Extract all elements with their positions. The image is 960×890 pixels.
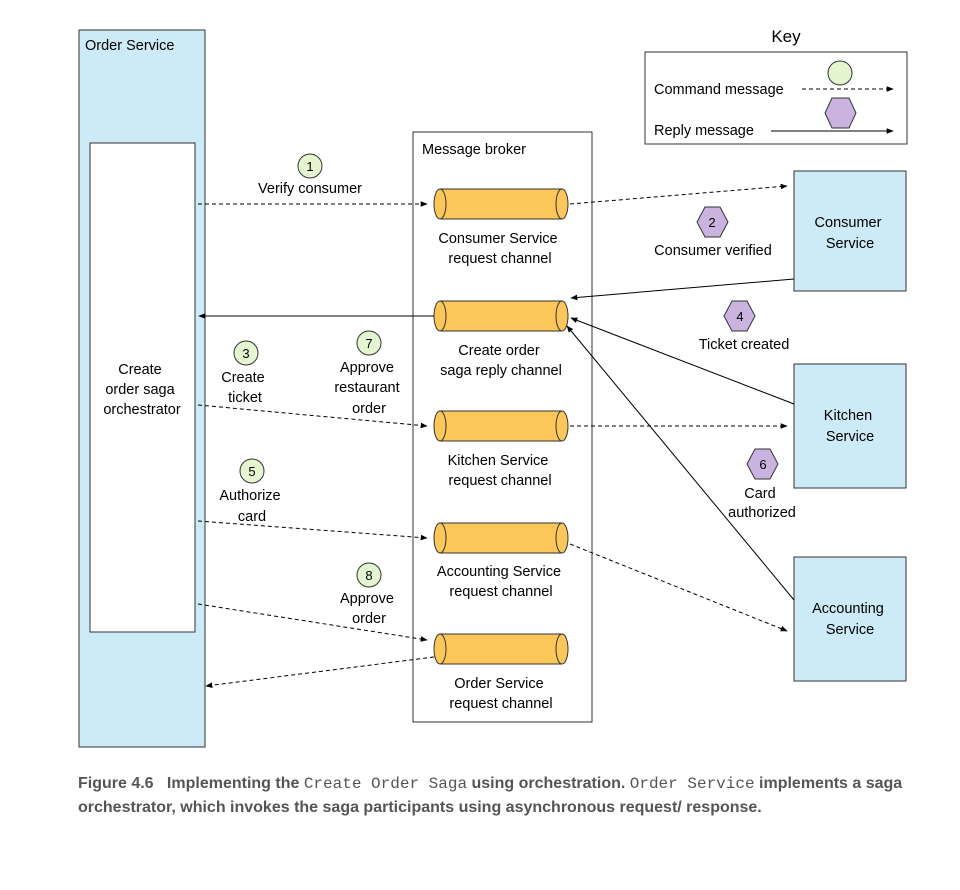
arrow-card-authorized: [566, 325, 795, 601]
arrow-authorize-card: [197, 520, 428, 541]
orchestrator-label: Create order saga orchestrator: [103, 362, 181, 418]
kitchen-service-box: [793, 363, 907, 489]
svg-text:7: 7: [365, 336, 372, 351]
arrow-approve-order: [197, 603, 428, 642]
message-broker-title: Message broker: [422, 142, 526, 158]
step-2-marker: 2: [696, 206, 729, 238]
consumer-service-label: Consumer Service: [815, 215, 886, 252]
consumer-service-box: [793, 170, 907, 292]
step-1-marker: 1: [297, 153, 323, 179]
svg-text:5: 5: [248, 464, 255, 479]
figure-caption: Figure 4.6 Implementing the Create Order…: [78, 772, 918, 819]
step-5-marker: 5: [239, 458, 265, 484]
channel-saga-reply: [433, 300, 569, 332]
key-command-label: Command message: [654, 82, 784, 98]
key-reply-label: Reply message: [654, 123, 754, 139]
caption-text-1: Implementing the: [166, 775, 304, 792]
step-4-label: Ticket created: [699, 337, 790, 353]
step-1-label: Verify consumer: [258, 181, 362, 197]
kitchen-service-label: Kitchen Service: [824, 408, 876, 445]
svg-text:1: 1: [306, 159, 313, 174]
channel-accounting-request: [433, 522, 569, 554]
arrow-accounting-channel-to-service: [569, 543, 788, 632]
caption-code-order-service: Order Service: [629, 775, 755, 793]
orchestrator-box: [89, 142, 196, 633]
key-title: Key: [771, 27, 801, 46]
arrow-consumer-channel-to-service: [569, 183, 788, 205]
channel-consumer-request: [433, 188, 569, 220]
step-8-marker: 8: [356, 562, 382, 588]
svg-text:3: 3: [242, 346, 249, 361]
key-box: [644, 51, 908, 145]
step-7-label: Approve restaurant order: [334, 360, 403, 417]
arrow-consumer-verified: [570, 278, 795, 301]
channel-kitchen-request: [433, 410, 569, 442]
step-3-marker: 3: [233, 340, 259, 366]
caption-text-3: implements a saga orchestrator, which in…: [78, 775, 903, 816]
step-7-marker: 7: [356, 330, 382, 356]
arrow-create-ticket: [197, 404, 428, 429]
channel-kitchen-request-label: Kitchen Service request channel: [448, 453, 553, 489]
step-3-label: Create ticket: [221, 370, 269, 406]
step-6-marker: 6: [746, 448, 779, 480]
channel-order-request: [433, 633, 569, 665]
order-service-title: Order Service: [85, 38, 174, 54]
caption-code-saga: Create Order Saga: [303, 775, 468, 793]
arrow-ticket-created: [570, 317, 795, 405]
accounting-service-label: Accounting Service: [812, 601, 888, 638]
key-command-circle: [827, 60, 853, 86]
channel-saga-reply-label: Create order saga reply channel: [440, 343, 562, 379]
channel-accounting-request-label: Accounting Service request channel: [437, 564, 565, 600]
accounting-service-box: [793, 556, 907, 682]
caption-text-2: using orchestration.: [467, 775, 630, 792]
key-reply-hexagon: [824, 97, 857, 129]
step-8-label: Approve order: [340, 591, 398, 627]
svg-text:8: 8: [365, 568, 372, 583]
caption-figure-number: Figure 4.6: [78, 775, 154, 792]
step-4-marker: 4: [723, 300, 756, 332]
step-5-label: Authorize card: [219, 488, 284, 525]
svg-text:4: 4: [736, 309, 743, 324]
svg-text:2: 2: [708, 215, 715, 230]
step-2-label: Consumer verified: [654, 243, 772, 259]
svg-text:6: 6: [759, 457, 766, 472]
arrow-order-channel-to-orchestrator: [205, 656, 435, 688]
channel-order-request-label: Order Service request channel: [449, 676, 552, 712]
step-6-label: Card authorized: [728, 486, 796, 521]
channel-consumer-request-label: Consumer Service request channel: [438, 231, 561, 267]
